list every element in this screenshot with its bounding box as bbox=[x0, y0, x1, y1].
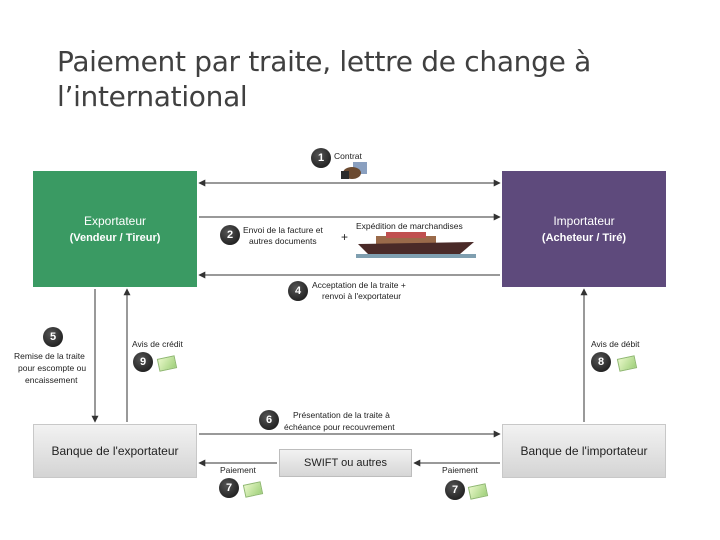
step-5-label-line3: encaissement bbox=[25, 375, 78, 385]
step-7-exporter-badge: 7 bbox=[219, 478, 239, 498]
step-9-label: Avis de crédit bbox=[132, 339, 183, 349]
bank-exporter-box: Banque de l'exportateur bbox=[33, 424, 197, 478]
step-6-badge: 6 bbox=[259, 410, 279, 430]
step-1-label: Contrat bbox=[334, 151, 362, 161]
step-8-badge: 8 bbox=[591, 352, 611, 372]
bank-importer-box: Banque de l'importateur bbox=[502, 424, 666, 478]
step-2-badge: 2 bbox=[220, 225, 240, 245]
exporter-title: Exportateur bbox=[83, 214, 147, 228]
swift-box: SWIFT ou autres bbox=[279, 449, 412, 477]
handshake-icon bbox=[341, 162, 367, 179]
step-7-importer-badge: 7 bbox=[445, 480, 465, 500]
step-8-label: Avis de débit bbox=[591, 339, 640, 349]
importer-subtitle: (Acheteur / Tiré) bbox=[541, 232, 627, 244]
importer-box: Importateur (Acheteur / Tiré) bbox=[502, 171, 666, 287]
step-5-label-line1: Remise de la traite bbox=[14, 351, 85, 361]
exporter-box: Exportateur (Vendeur / Tireur) bbox=[33, 171, 197, 287]
step-6-label-line1: Présentation de la traite à bbox=[293, 410, 390, 420]
importer-title: Importateur bbox=[553, 214, 615, 228]
step-5-badge: 5 bbox=[43, 327, 63, 347]
step-4-label-line1: Acceptation de la traite + bbox=[312, 280, 406, 290]
step-4-label-line2: renvoi à l'exportateur bbox=[322, 291, 402, 301]
step-1-badge: 1 bbox=[311, 148, 331, 168]
cargo-ship-icon bbox=[356, 232, 476, 258]
step-5-label-line2: pour escompte ou bbox=[18, 363, 87, 373]
step-7-exporter-label: Paiement bbox=[220, 465, 256, 475]
slide-title: Paiement par traite, lettre de change à … bbox=[57, 45, 591, 113]
step-2-plus: + bbox=[341, 230, 349, 244]
step-4-badge: 4 bbox=[288, 281, 308, 301]
step-6-label-line2: échéance pour recouvrement bbox=[284, 422, 395, 432]
step-2-label-line2: autres documents bbox=[249, 236, 317, 246]
exporter-subtitle: (Vendeur / Tireur) bbox=[69, 232, 161, 244]
step-9-badge: 9 bbox=[133, 352, 153, 372]
step-2-label-line1: Envoi de la facture et bbox=[243, 225, 323, 235]
step-2-label-line3: Expédition de marchandises bbox=[356, 221, 463, 231]
step-7-importer-label: Paiement bbox=[442, 465, 478, 475]
